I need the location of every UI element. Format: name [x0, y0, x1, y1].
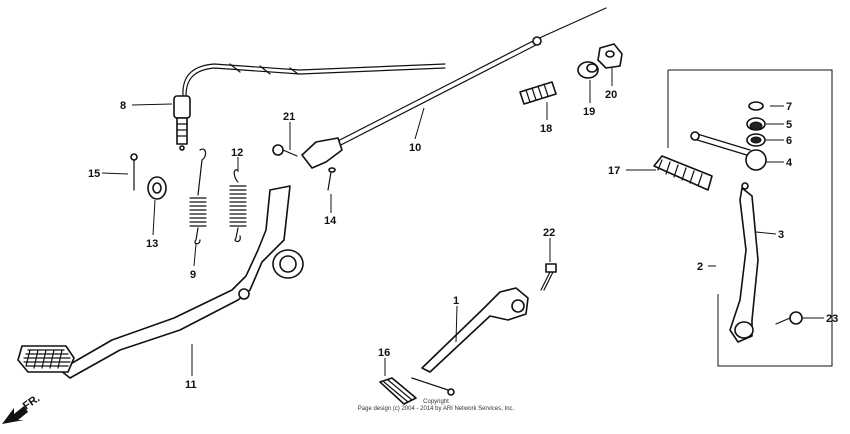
leader-lines: [101, 68, 824, 376]
assembly-2-bracket-outline: [667, 69, 833, 367]
part-9-spring[interactable]: [189, 148, 207, 245]
copyright-notice: Copyright Page design (c) 2004 - 2014 by…: [336, 399, 536, 413]
callout-9: 9: [190, 269, 196, 281]
callout-4: 4: [786, 157, 793, 169]
callout-3: 3: [778, 229, 784, 241]
callout-5: 5: [786, 119, 792, 131]
part-14-cotter-pin[interactable]: [327, 167, 336, 191]
part-15-pin[interactable]: [130, 153, 138, 191]
callout-18: 18: [540, 123, 552, 135]
callout-6: 6: [786, 135, 792, 147]
callout-20: 20: [605, 89, 617, 101]
front-direction-arrow: FR.: [2, 392, 42, 424]
part-17-footrest-rubber[interactable]: [653, 155, 713, 191]
callout-15: 15: [88, 168, 100, 180]
callout-23: 23: [826, 313, 838, 325]
part-12-spring[interactable]: [229, 169, 247, 243]
callout-11: 11: [185, 379, 197, 391]
part-16-grip[interactable]: [379, 377, 417, 405]
part-6-washer[interactable]: [746, 133, 766, 147]
callout-17: 17: [608, 165, 620, 177]
callout-1: 1: [453, 295, 459, 307]
part-23-bolt[interactable]: [775, 311, 803, 325]
callout-14: 14: [324, 215, 337, 227]
callout-2: 2: [697, 261, 703, 273]
callout-19: 19: [583, 106, 595, 118]
part-19-collar[interactable]: [577, 61, 599, 79]
part-8-brake-switch[interactable]: [173, 63, 446, 151]
copyright-line-1: Copyright: [423, 399, 449, 405]
part-20-nut[interactable]: [597, 43, 623, 69]
part-22-bolt[interactable]: [540, 263, 557, 291]
part-5-washer[interactable]: [746, 117, 766, 131]
part-13-washer[interactable]: [147, 176, 167, 200]
callout-10: 10: [409, 142, 421, 154]
callout-12: 12: [231, 147, 243, 159]
copyright-line-2: Page design (c) 2004 - 2014 by ARI Netwo…: [357, 406, 515, 412]
callout-21: 21: [283, 111, 295, 123]
part-3-arm[interactable]: [729, 182, 759, 343]
part-7-clip[interactable]: [748, 101, 764, 111]
callout-8: 8: [120, 100, 126, 112]
callout-22: 22: [543, 227, 555, 239]
callout-7: 7: [786, 101, 792, 113]
callout-16: 16: [378, 347, 390, 359]
callout-13: 13: [146, 238, 158, 250]
part-4-pivot[interactable]: [690, 131, 767, 171]
part-18-threaded-rod[interactable]: [519, 81, 557, 105]
part-11-brake-pedal[interactable]: [17, 185, 304, 379]
part-21-bolt[interactable]: [272, 144, 298, 157]
part-1-arm[interactable]: [411, 287, 529, 396]
part-10-brake-rod[interactable]: [301, 7, 607, 169]
